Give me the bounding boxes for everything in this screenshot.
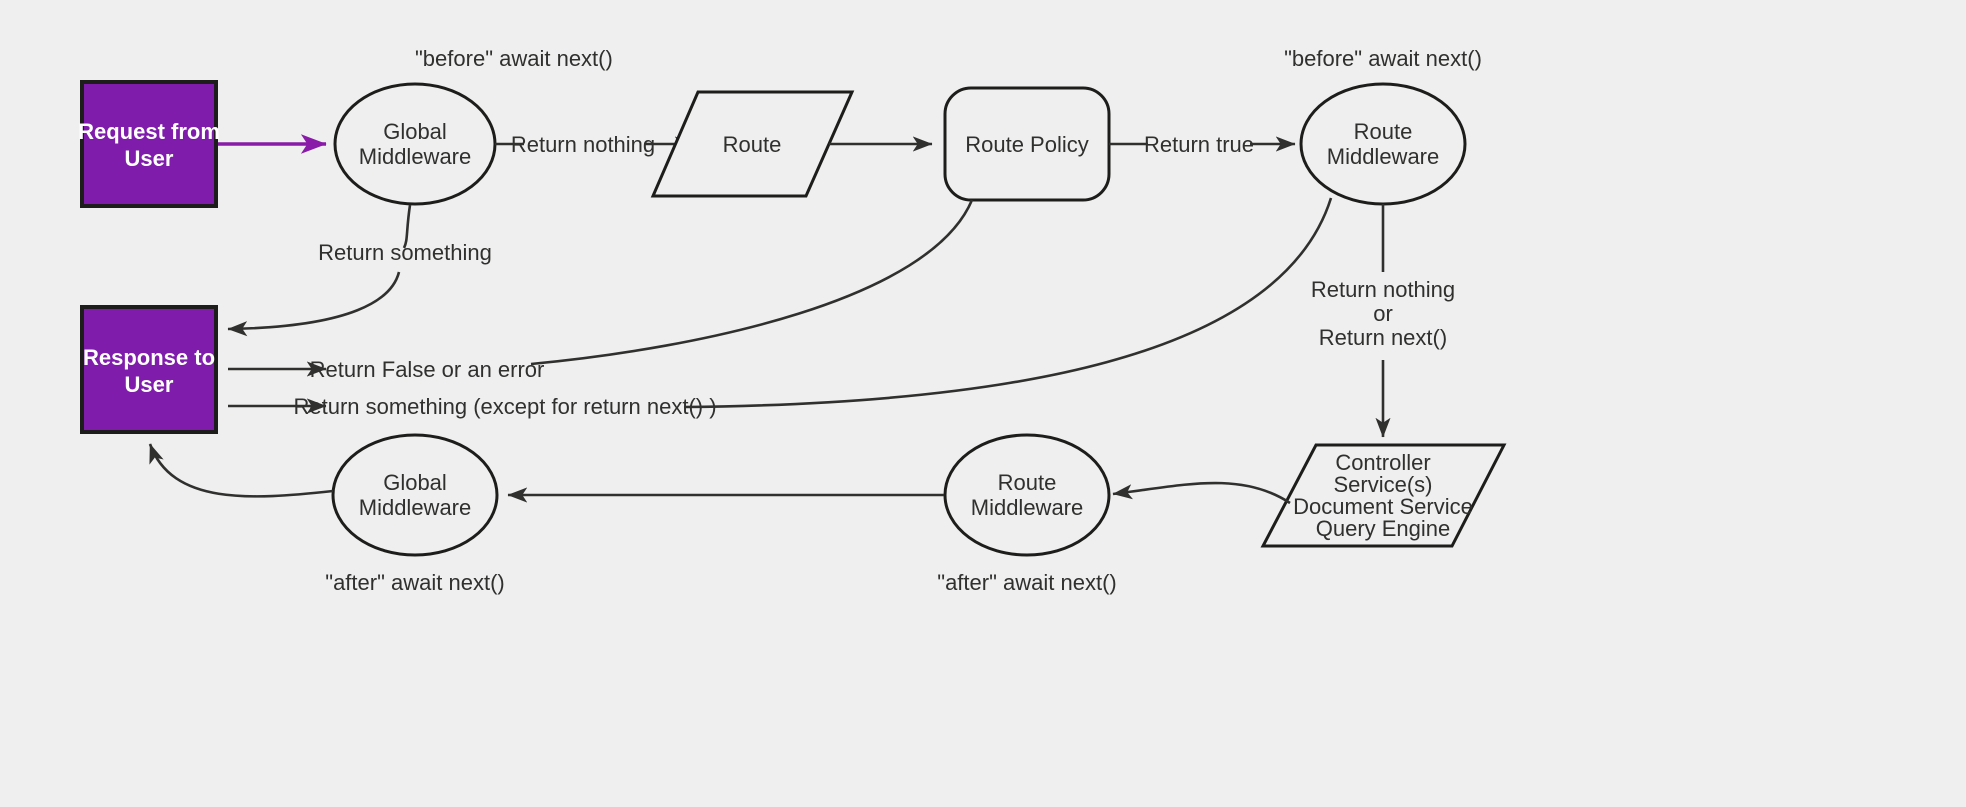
node-route-shape bbox=[650, 90, 855, 198]
node-route-middleware-top-line2: Middleware bbox=[1327, 144, 1440, 169]
annotation-after-global-middleware: "after" await next() bbox=[325, 570, 504, 595]
annotation-before-global-middleware: "before" await next() bbox=[415, 46, 613, 71]
node-route-policy[interactable]: Route Policy bbox=[943, 86, 1111, 202]
node-global-middleware-bottom-line2: Middleware bbox=[359, 495, 472, 520]
edge-label-return-something: Return something bbox=[318, 240, 492, 265]
node-controller-line4: Query Engine bbox=[1316, 516, 1451, 541]
node-controller-line1: Controller bbox=[1335, 450, 1430, 475]
edge-label-return-false-or-error: Return False or an error bbox=[310, 357, 545, 382]
annotation-before-route-middleware: "before" await next() bbox=[1284, 46, 1482, 71]
edge-controller-to-route-middleware-bottom bbox=[1112, 481, 1291, 505]
terminal-request-line2: User bbox=[125, 146, 174, 171]
edge-global-middleware-bottom-to-response bbox=[148, 443, 334, 498]
terminal-request-from-user[interactable]: Request from User bbox=[78, 80, 220, 208]
node-controller-line2: Service(s) bbox=[1333, 472, 1432, 497]
node-route[interactable]: Route bbox=[650, 90, 855, 198]
node-global-middleware-bottom[interactable]: Global Middleware bbox=[331, 433, 499, 557]
edge-route-policy-curve-to-response bbox=[530, 199, 974, 366]
node-global-middleware-top[interactable]: Global Middleware bbox=[333, 82, 497, 206]
node-route-middleware-top[interactable]: Route Middleware bbox=[1299, 82, 1467, 206]
terminal-response-rect bbox=[80, 305, 218, 434]
node-global-middleware-bottom-shape bbox=[331, 433, 499, 557]
edge-label-return-nothing-or-next-line2: or bbox=[1373, 301, 1393, 326]
edge-label-return-something-except-next: Return something (except for return next… bbox=[293, 394, 716, 419]
terminal-request-rect bbox=[80, 80, 218, 208]
node-route-policy-label: Route Policy bbox=[965, 132, 1089, 157]
node-controller-services-shape bbox=[1260, 443, 1507, 548]
edge-global-middleware-to-response bbox=[227, 271, 401, 337]
node-controller-services[interactable]: Controller Service(s) Document Service Q… bbox=[1260, 443, 1507, 548]
annotation-after-route-middleware: "after" await next() bbox=[937, 570, 1116, 595]
node-global-middleware-bottom-line1: Global bbox=[383, 470, 447, 495]
edge-label-return-nothing: Return nothing bbox=[511, 132, 655, 157]
node-route-label: Route bbox=[723, 132, 782, 157]
node-global-middleware-top-line1: Global bbox=[383, 119, 447, 144]
node-route-middleware-bottom[interactable]: Route Middleware bbox=[943, 433, 1111, 557]
node-route-middleware-bottom-line2: Middleware bbox=[971, 495, 1084, 520]
node-controller-line3: Document Service bbox=[1293, 494, 1473, 519]
edge-route-middleware-curve-to-response bbox=[683, 197, 1333, 409]
node-route-middleware-bottom-shape bbox=[943, 433, 1111, 557]
terminal-request-line1: Request from bbox=[78, 119, 220, 144]
edge-global-middleware-return-something-upper bbox=[402, 204, 412, 249]
terminal-response-line2: User bbox=[125, 372, 174, 397]
node-global-middleware-top-line2: Middleware bbox=[359, 144, 472, 169]
terminal-response-to-user[interactable]: Response to User bbox=[80, 305, 218, 434]
node-route-middleware-bottom-line1: Route bbox=[998, 470, 1057, 495]
edge-label-return-nothing-or-next-line3: Return next() bbox=[1319, 325, 1447, 350]
node-route-middleware-top-line1: Route bbox=[1354, 119, 1413, 144]
terminal-response-line1: Response to bbox=[83, 345, 215, 370]
edge-label-return-nothing-or-next-line1: Return nothing bbox=[1311, 277, 1455, 302]
edge-label-return-true: Return true bbox=[1144, 132, 1254, 157]
